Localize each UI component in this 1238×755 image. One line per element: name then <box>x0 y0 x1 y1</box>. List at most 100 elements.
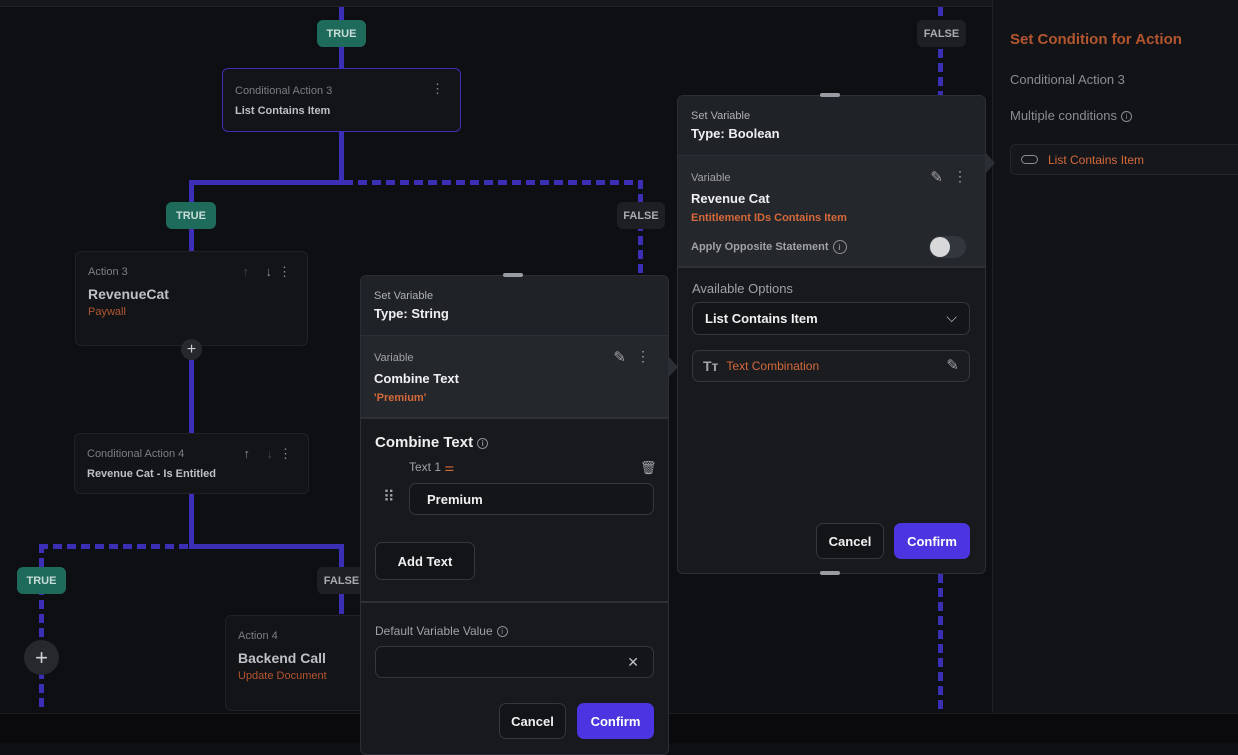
arrow-down-icon[interactable]: ↓ <box>265 264 273 279</box>
multiple-conditions-text: Multiple conditions <box>1010 108 1117 123</box>
default-value-label: Default Variable Value <box>375 624 493 638</box>
action-4-card[interactable]: Action 4 Backend Call Update Document <box>225 615 365 711</box>
more-icon[interactable]: ⋮ <box>278 264 291 279</box>
more-icon[interactable]: ⋮ <box>636 348 650 364</box>
true-badge: TRUE <box>317 20 366 47</box>
info-icon[interactable]: i <box>477 437 489 449</box>
panel-label: Set Variable <box>374 290 434 302</box>
pointer-arrow <box>985 152 995 174</box>
edit-icon[interactable]: ✎ <box>946 357 959 374</box>
info-icon[interactable]: i <box>832 240 847 254</box>
false-badge: FALSE <box>317 567 366 594</box>
edit-icon[interactable]: ✎ <box>613 349 626 366</box>
edit-icon[interactable]: ✎ <box>930 169 943 186</box>
arrow-up-icon[interactable]: ↑ <box>243 446 251 461</box>
chevron-down-icon: ⌵ <box>946 309 957 325</box>
top-toolbar <box>0 0 992 7</box>
text-type-icon: Tт <box>703 358 719 374</box>
default-value-input[interactable]: ✕ <box>375 646 654 678</box>
card-label: Action 4 <box>238 630 278 642</box>
connector <box>189 180 344 185</box>
combine-text-title: Combine Text <box>375 434 474 451</box>
connector-dashed <box>344 180 642 185</box>
card-subtitle: Update Document <box>238 670 327 682</box>
confirm-button[interactable]: Confirm <box>894 523 970 559</box>
drag-handle[interactable] <box>503 273 523 277</box>
more-icon[interactable]: ⋮ <box>953 168 967 184</box>
connector-dashed <box>938 7 943 95</box>
panel-type: Type: Boolean <box>691 126 780 141</box>
connector <box>189 358 194 434</box>
drag-grip-icon[interactable]: ⠿ <box>383 489 395 506</box>
panel-label: Set Variable <box>691 110 751 122</box>
text-combination-field[interactable]: Tт Text Combination ✎ <box>692 350 970 382</box>
variable-label: Variable <box>374 352 414 364</box>
info-icon[interactable]: i <box>496 626 508 638</box>
true-badge: TRUE <box>17 567 66 594</box>
card-title: Revenue Cat - Is Entitled <box>87 468 216 480</box>
condition-item[interactable]: List Contains Item <box>1010 144 1238 175</box>
condition-side-panel: Set Condition for Action Conditional Act… <box>992 0 1238 713</box>
add-action-button[interactable]: + <box>181 339 202 360</box>
variable-name: Revenue Cat <box>691 191 770 206</box>
toggle-icon <box>1021 155 1038 164</box>
text-combination-label: Text Combination <box>726 359 820 373</box>
card-title: List Contains Item <box>235 105 331 117</box>
more-icon[interactable]: ⋮ <box>431 81 444 96</box>
card-label: Conditional Action 4 <box>87 448 185 460</box>
connector-dashed <box>938 574 943 713</box>
action-name: Conditional Action 3 <box>1010 72 1125 87</box>
add-text-button[interactable]: Add Text <box>375 542 475 580</box>
text1-row: Text 1 ⚌ <box>409 460 454 474</box>
pointer-arrow <box>668 356 678 378</box>
panel-type: Type: String <box>374 306 449 321</box>
card-title: Backend Call <box>238 650 326 666</box>
divider <box>361 601 668 603</box>
drag-handle[interactable] <box>820 571 840 575</box>
options-dropdown[interactable]: List Contains Item ⌵ <box>692 302 970 335</box>
connector <box>189 492 194 549</box>
conditional-action-3-card[interactable]: Conditional Action 3 List Contains Item … <box>222 68 461 132</box>
drag-handle[interactable] <box>820 93 840 97</box>
arrow-up-icon[interactable]: ↑ <box>242 264 250 279</box>
settings-sliders-icon[interactable]: ⚌ <box>444 462 455 474</box>
text1-label: Text 1 <box>409 460 442 474</box>
apply-opposite-text: Apply Opposite Statement <box>691 240 829 253</box>
cancel-button[interactable]: Cancel <box>816 523 884 559</box>
card-subtitle: Paywall <box>88 306 126 318</box>
card-title: RevenueCat <box>88 286 169 302</box>
arrow-down-icon[interactable]: ↓ <box>266 446 274 461</box>
condition-label: List Contains Item <box>1048 152 1145 167</box>
true-badge: TRUE <box>166 202 216 229</box>
info-icon[interactable]: i <box>1120 111 1132 123</box>
false-badge: FALSE <box>617 202 665 229</box>
trash-icon[interactable]: 🗑︎ <box>640 460 657 475</box>
connector-dashed <box>39 544 191 549</box>
connector-dashed <box>39 544 44 712</box>
more-icon[interactable]: ⋮ <box>279 446 292 461</box>
card-label: Action 3 <box>88 266 128 278</box>
cancel-button[interactable]: Cancel <box>499 703 566 739</box>
toggle-knob <box>930 237 950 257</box>
confirm-button[interactable]: Confirm <box>577 703 654 739</box>
available-options-label: Available Options <box>692 281 793 296</box>
conditional-action-4-card[interactable]: Conditional Action 4 Revenue Cat - Is En… <box>74 433 309 494</box>
action-3-card[interactable]: Action 3 RevenueCat Paywall ↑ ↓ ⋮ <box>75 251 308 346</box>
add-action-button[interactable]: + <box>24 640 59 675</box>
text1-input[interactable]: Premium <box>409 483 654 515</box>
dropdown-value: List Contains Item <box>705 311 818 326</box>
false-badge: FALSE <box>917 20 966 47</box>
clear-icon[interactable]: ✕ <box>627 654 639 670</box>
apply-opposite-toggle[interactable] <box>929 236 966 258</box>
variable-value: Entitlement IDs Contains Item <box>691 212 847 224</box>
variable-value: 'Premium' <box>374 392 427 404</box>
text1-value: Premium <box>427 491 483 507</box>
variable-label: Variable <box>691 172 731 184</box>
side-panel-title: Set Condition for Action <box>1010 31 1182 48</box>
